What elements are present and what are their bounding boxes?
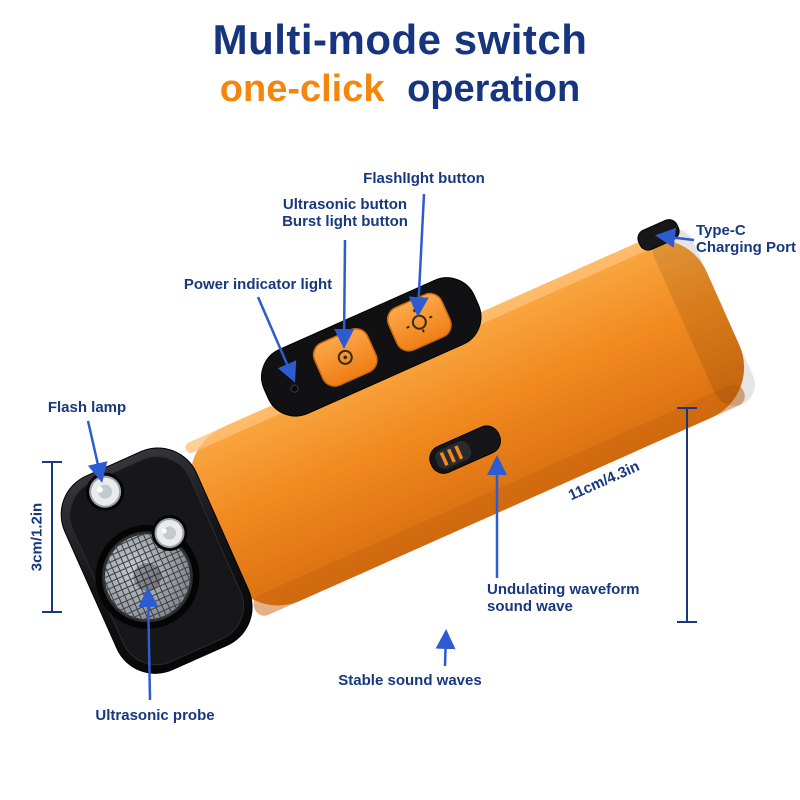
mode-slider-switch — [429, 425, 501, 474]
body-bottom-shade — [253, 384, 745, 616]
leader-flashlight-button — [408, 193, 429, 317]
ultrasonic-button-label-line1: Ultrasonic button — [282, 196, 408, 213]
body-rear-shade — [652, 228, 755, 406]
type-c-label-line2: Charging Port — [696, 239, 796, 256]
dimension-lines — [42, 407, 697, 623]
device — [60, 219, 755, 674]
leader-power-indicator — [256, 296, 297, 383]
dimension-length-line — [677, 407, 697, 623]
flash-lamp-right — [151, 515, 188, 552]
leader-stable-sound-waves — [435, 629, 456, 667]
ultrasonic-button-label-line2: Burst light button — [282, 213, 408, 230]
power-indicator-led — [290, 384, 299, 393]
title-block: Multi-mode switch one-click operation — [0, 16, 800, 111]
ultrasonic-button-icon — [337, 349, 353, 365]
leader-lines — [86, 193, 695, 701]
device-body — [190, 239, 745, 606]
ultrasonic-probe — [95, 524, 200, 629]
title-line2-accent: one-click — [219, 68, 385, 110]
undulating-waveform-label: Undulating waveform sound wave — [487, 581, 640, 615]
slider-grip-ridges — [439, 445, 464, 467]
type-c-label-line1: Type-C — [696, 222, 746, 239]
leader-type-c-port — [655, 227, 695, 248]
title-line1: Multi-mode switch — [212, 16, 588, 63]
leader-ultrasonic-button — [334, 239, 355, 349]
title-line2: one-click operation — [0, 68, 800, 111]
flash-lamp-label: Flash lamp — [47, 399, 127, 416]
flashlight-button-label: FlashlIght button — [363, 170, 485, 187]
ultrasonic-burst-button-label: Ultrasonic button Burst light button — [282, 196, 408, 230]
type-c-port-label: Type-C Charging Port — [696, 222, 796, 256]
leader-flash-lamp — [86, 420, 108, 483]
dimension-height-line — [42, 461, 62, 613]
front-cap — [60, 447, 253, 674]
title-line2-rest: operation — [407, 68, 581, 110]
undulating-label-line2: sound wave — [487, 598, 573, 615]
height-dimension-label: 3cm/1.2in — [28, 502, 46, 572]
ultrasonic-probe-label: Ultrasonic probe — [95, 707, 215, 724]
power-indicator-label: Power indicator light — [183, 276, 333, 293]
undulating-label-line1: Undulating waveform — [487, 581, 640, 598]
stable-sound-waves-label: Stable sound waves — [338, 672, 482, 689]
leader-ultrasonic-probe — [138, 587, 159, 701]
